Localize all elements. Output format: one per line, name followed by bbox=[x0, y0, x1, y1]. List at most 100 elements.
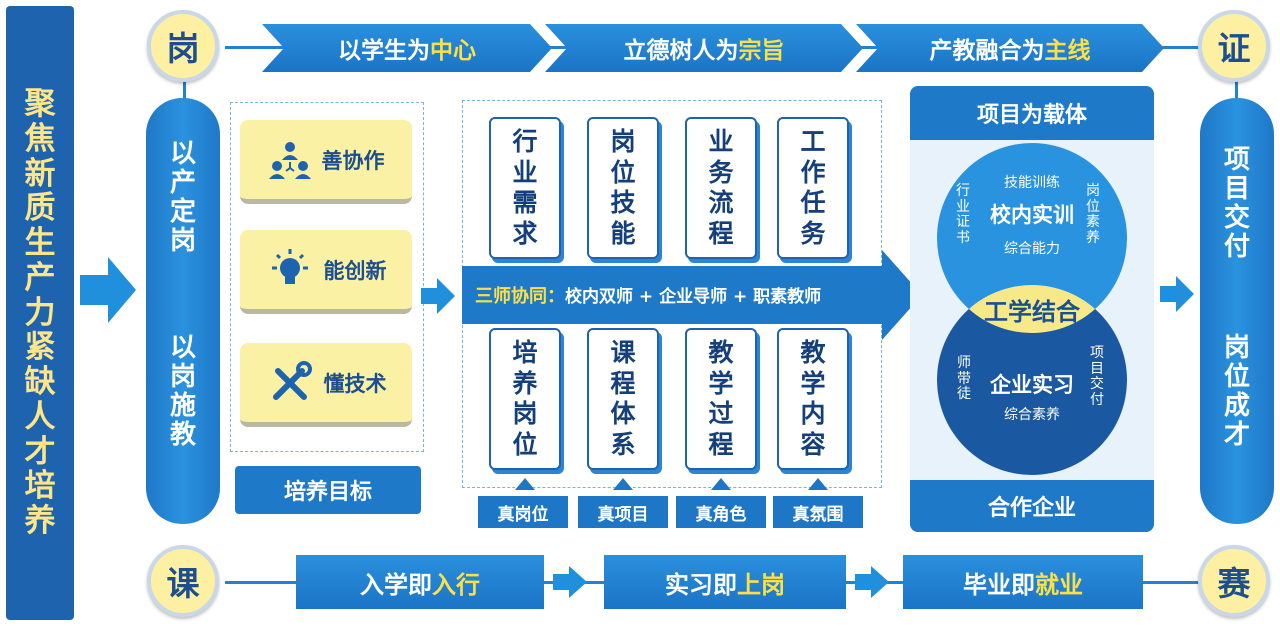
corner-sai: 赛 bbox=[1198, 545, 1270, 617]
vertical-char: 容 bbox=[800, 429, 826, 459]
vertical-char: 养 bbox=[512, 368, 538, 398]
left-pill-col2: 以岗施教 bbox=[146, 333, 220, 450]
vertical-char: 务 bbox=[708, 157, 734, 187]
chevron-text: 以学生为 bbox=[338, 38, 430, 64]
upper-left-text: 行业证书 bbox=[952, 183, 974, 247]
chevron-highlight: 宗旨 bbox=[738, 38, 785, 64]
goal-innovation: 能创新 bbox=[240, 230, 412, 314]
chevron-highlight: 主线 bbox=[1044, 38, 1091, 64]
vertical-char: 才 bbox=[1223, 420, 1250, 451]
chevron-text: 立德树人为 bbox=[623, 38, 739, 64]
upper-bottom-text: 综合能力 bbox=[1004, 241, 1060, 257]
vertical-char: 业 bbox=[512, 157, 538, 187]
right-panel-header: 项目为载体 bbox=[910, 86, 1154, 140]
card-teaching-content: 教学内容 bbox=[777, 328, 849, 470]
tag-real-role: 真角色 bbox=[676, 496, 766, 528]
vertical-char: 作 bbox=[800, 157, 826, 187]
vertical-char: 产 bbox=[169, 168, 196, 199]
right-panel-footer: 合作企业 bbox=[910, 480, 1154, 532]
card-post-skills: 岗位技能 bbox=[587, 117, 659, 259]
vertical-char: 位 bbox=[1223, 362, 1250, 393]
three-teachers-title: 三师协同： bbox=[475, 286, 565, 307]
vertical-char: 付 bbox=[1090, 392, 1104, 409]
lower-bottom-text: 综合素养 bbox=[1004, 407, 1060, 423]
vertical-char: 技 bbox=[610, 188, 636, 217]
vertical-char: 行 bbox=[512, 127, 538, 156]
bottom-graduation: 毕业即就业 bbox=[903, 555, 1143, 609]
three-teachers-text: 三师协同：校内双师 + 企业导师 + 职素教师 bbox=[475, 282, 895, 308]
bottom-internship: 实习即上岗 bbox=[604, 555, 846, 609]
card-work-tasks: 工作任务 bbox=[777, 117, 849, 259]
upper-title: 校内实训 bbox=[990, 203, 1074, 227]
vertical-char: 生 bbox=[24, 225, 56, 262]
vertical-char: 业 bbox=[708, 127, 734, 156]
arrow-right-icon bbox=[1160, 276, 1194, 312]
vertical-char: 课 bbox=[610, 338, 636, 367]
tag-arrow-icon bbox=[808, 478, 828, 490]
goal-collaboration: 善协作 bbox=[240, 120, 412, 204]
vertical-char: 书 bbox=[956, 230, 970, 247]
right-pill-col2: 岗位成才 bbox=[1200, 333, 1274, 451]
vertical-char: 流 bbox=[708, 188, 734, 217]
goals-panel bbox=[230, 102, 424, 452]
card-business-process: 业务流程 bbox=[685, 117, 757, 259]
vertical-char: 以 bbox=[169, 333, 196, 363]
vertical-char: 培 bbox=[512, 338, 538, 367]
vertical-char: 素 bbox=[1086, 214, 1100, 231]
vertical-char: 交 bbox=[1223, 203, 1250, 234]
vertical-char: 新 bbox=[24, 155, 56, 192]
team-icon bbox=[268, 141, 311, 179]
bottom-text: 实习即 bbox=[665, 570, 737, 599]
vertical-char: 证 bbox=[956, 214, 970, 231]
vertical-char: 内 bbox=[800, 399, 826, 428]
left-pill: 以产定岗 以岗施教 bbox=[146, 98, 220, 524]
banner-arrow-icon bbox=[80, 257, 136, 323]
center-label: 工学结合 bbox=[984, 298, 1080, 326]
goal-label: 能创新 bbox=[323, 258, 387, 283]
vertical-char: 位 bbox=[512, 429, 538, 459]
vertical-char: 岗 bbox=[1223, 333, 1250, 363]
vertical-char: 以 bbox=[169, 139, 196, 169]
goal-technology: 懂技术 bbox=[240, 343, 412, 427]
vertical-char: 培 bbox=[24, 468, 56, 505]
vertical-char: 位 bbox=[1086, 198, 1100, 215]
card-teaching-process: 教学过程 bbox=[685, 328, 757, 470]
chevron-industry-education: 产教融合为主线 bbox=[856, 24, 1164, 72]
corner-ke: 课 bbox=[147, 545, 219, 617]
chevron-morality: 立德树人为宗旨 bbox=[545, 24, 863, 72]
arrow-right-icon bbox=[855, 566, 889, 598]
lower-title: 企业实习 bbox=[990, 373, 1074, 397]
vertical-char: 施 bbox=[169, 391, 196, 422]
vertical-char: 定 bbox=[169, 197, 196, 228]
tag-real-atmosphere: 真氛围 bbox=[773, 496, 863, 528]
vertical-char: 师 bbox=[957, 355, 971, 371]
vertical-char: 带 bbox=[957, 370, 971, 387]
vertical-char: 学 bbox=[708, 368, 734, 398]
right-pill-col1: 项目交付 bbox=[1200, 145, 1274, 262]
vertical-char: 养 bbox=[1086, 230, 1100, 247]
lower-right-text: 项目交付 bbox=[1086, 345, 1108, 409]
lightbulb-icon bbox=[271, 248, 308, 284]
bottom-text: 毕业即 bbox=[963, 570, 1035, 599]
bottom-highlight: 就业 bbox=[1035, 570, 1083, 599]
card-course-system: 课程体系 bbox=[587, 328, 659, 470]
vertical-char: 项 bbox=[1223, 145, 1250, 175]
vertical-char: 教 bbox=[800, 338, 826, 367]
vertical-char: 焦 bbox=[24, 121, 56, 158]
vertical-char: 能 bbox=[610, 218, 636, 248]
vertical-char: 程 bbox=[610, 368, 636, 398]
vertical-char: 聚 bbox=[24, 86, 56, 123]
vertical-char: 位 bbox=[610, 157, 636, 187]
vertical-char: 产 bbox=[24, 259, 56, 296]
vertical-char: 成 bbox=[1223, 391, 1250, 422]
goal-label: 善协作 bbox=[321, 148, 385, 173]
vertical-char: 交 bbox=[1090, 376, 1104, 393]
vertical-char: 任 bbox=[800, 188, 826, 217]
vertical-char: 需 bbox=[512, 188, 538, 217]
tag-real-project: 真项目 bbox=[578, 496, 668, 528]
bottom-enroll: 入学即入行 bbox=[296, 555, 544, 609]
vertical-char: 人 bbox=[24, 398, 56, 435]
tools-icon bbox=[272, 360, 312, 400]
corner-zheng: 证 bbox=[1198, 10, 1270, 82]
card-training-post: 培养岗位 bbox=[489, 328, 561, 470]
